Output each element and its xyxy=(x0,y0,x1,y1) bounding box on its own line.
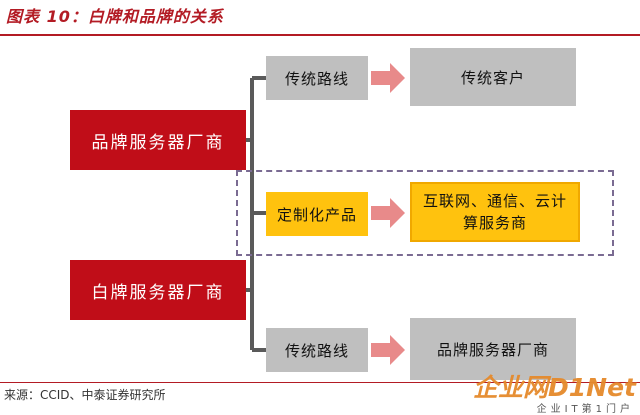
watermark-tagline: 企业IT第1门户 xyxy=(536,404,634,415)
source-note: 来源：CCID、中泰证券研究所 xyxy=(4,388,166,402)
custom-channel-highlight-frame xyxy=(236,170,614,256)
node-whitebox-vendor: 白牌服务器厂商 xyxy=(70,260,246,320)
node-brand-vendor-target: 品牌服务器厂商 xyxy=(410,318,576,380)
node-traditional-channel-top: 传统路线 xyxy=(266,56,368,100)
arrow-traditional-to-brand xyxy=(371,335,405,365)
watermark-logo: 企业网D1Net 企业IT第1门户 xyxy=(460,368,636,415)
title-divider xyxy=(0,34,640,36)
figure-title: 图表 10：白牌和品牌的关系 xyxy=(6,7,224,26)
node-custom-product: 定制化产品 xyxy=(266,192,368,236)
arrow-custom-to-internet xyxy=(371,198,405,228)
watermark-title: 企业网D1Net xyxy=(473,373,636,402)
node-traditional-channel-bottom: 传统路线 xyxy=(266,328,368,372)
source-divider xyxy=(0,382,640,383)
arrow-traditional-to-customer xyxy=(371,63,405,93)
node-traditional-customer: 传统客户 xyxy=(410,48,576,106)
node-brand-vendor: 品牌服务器厂商 xyxy=(70,110,246,170)
node-internet-telecom-cloud: 互联网、通信、云计算服务商 xyxy=(410,182,580,242)
